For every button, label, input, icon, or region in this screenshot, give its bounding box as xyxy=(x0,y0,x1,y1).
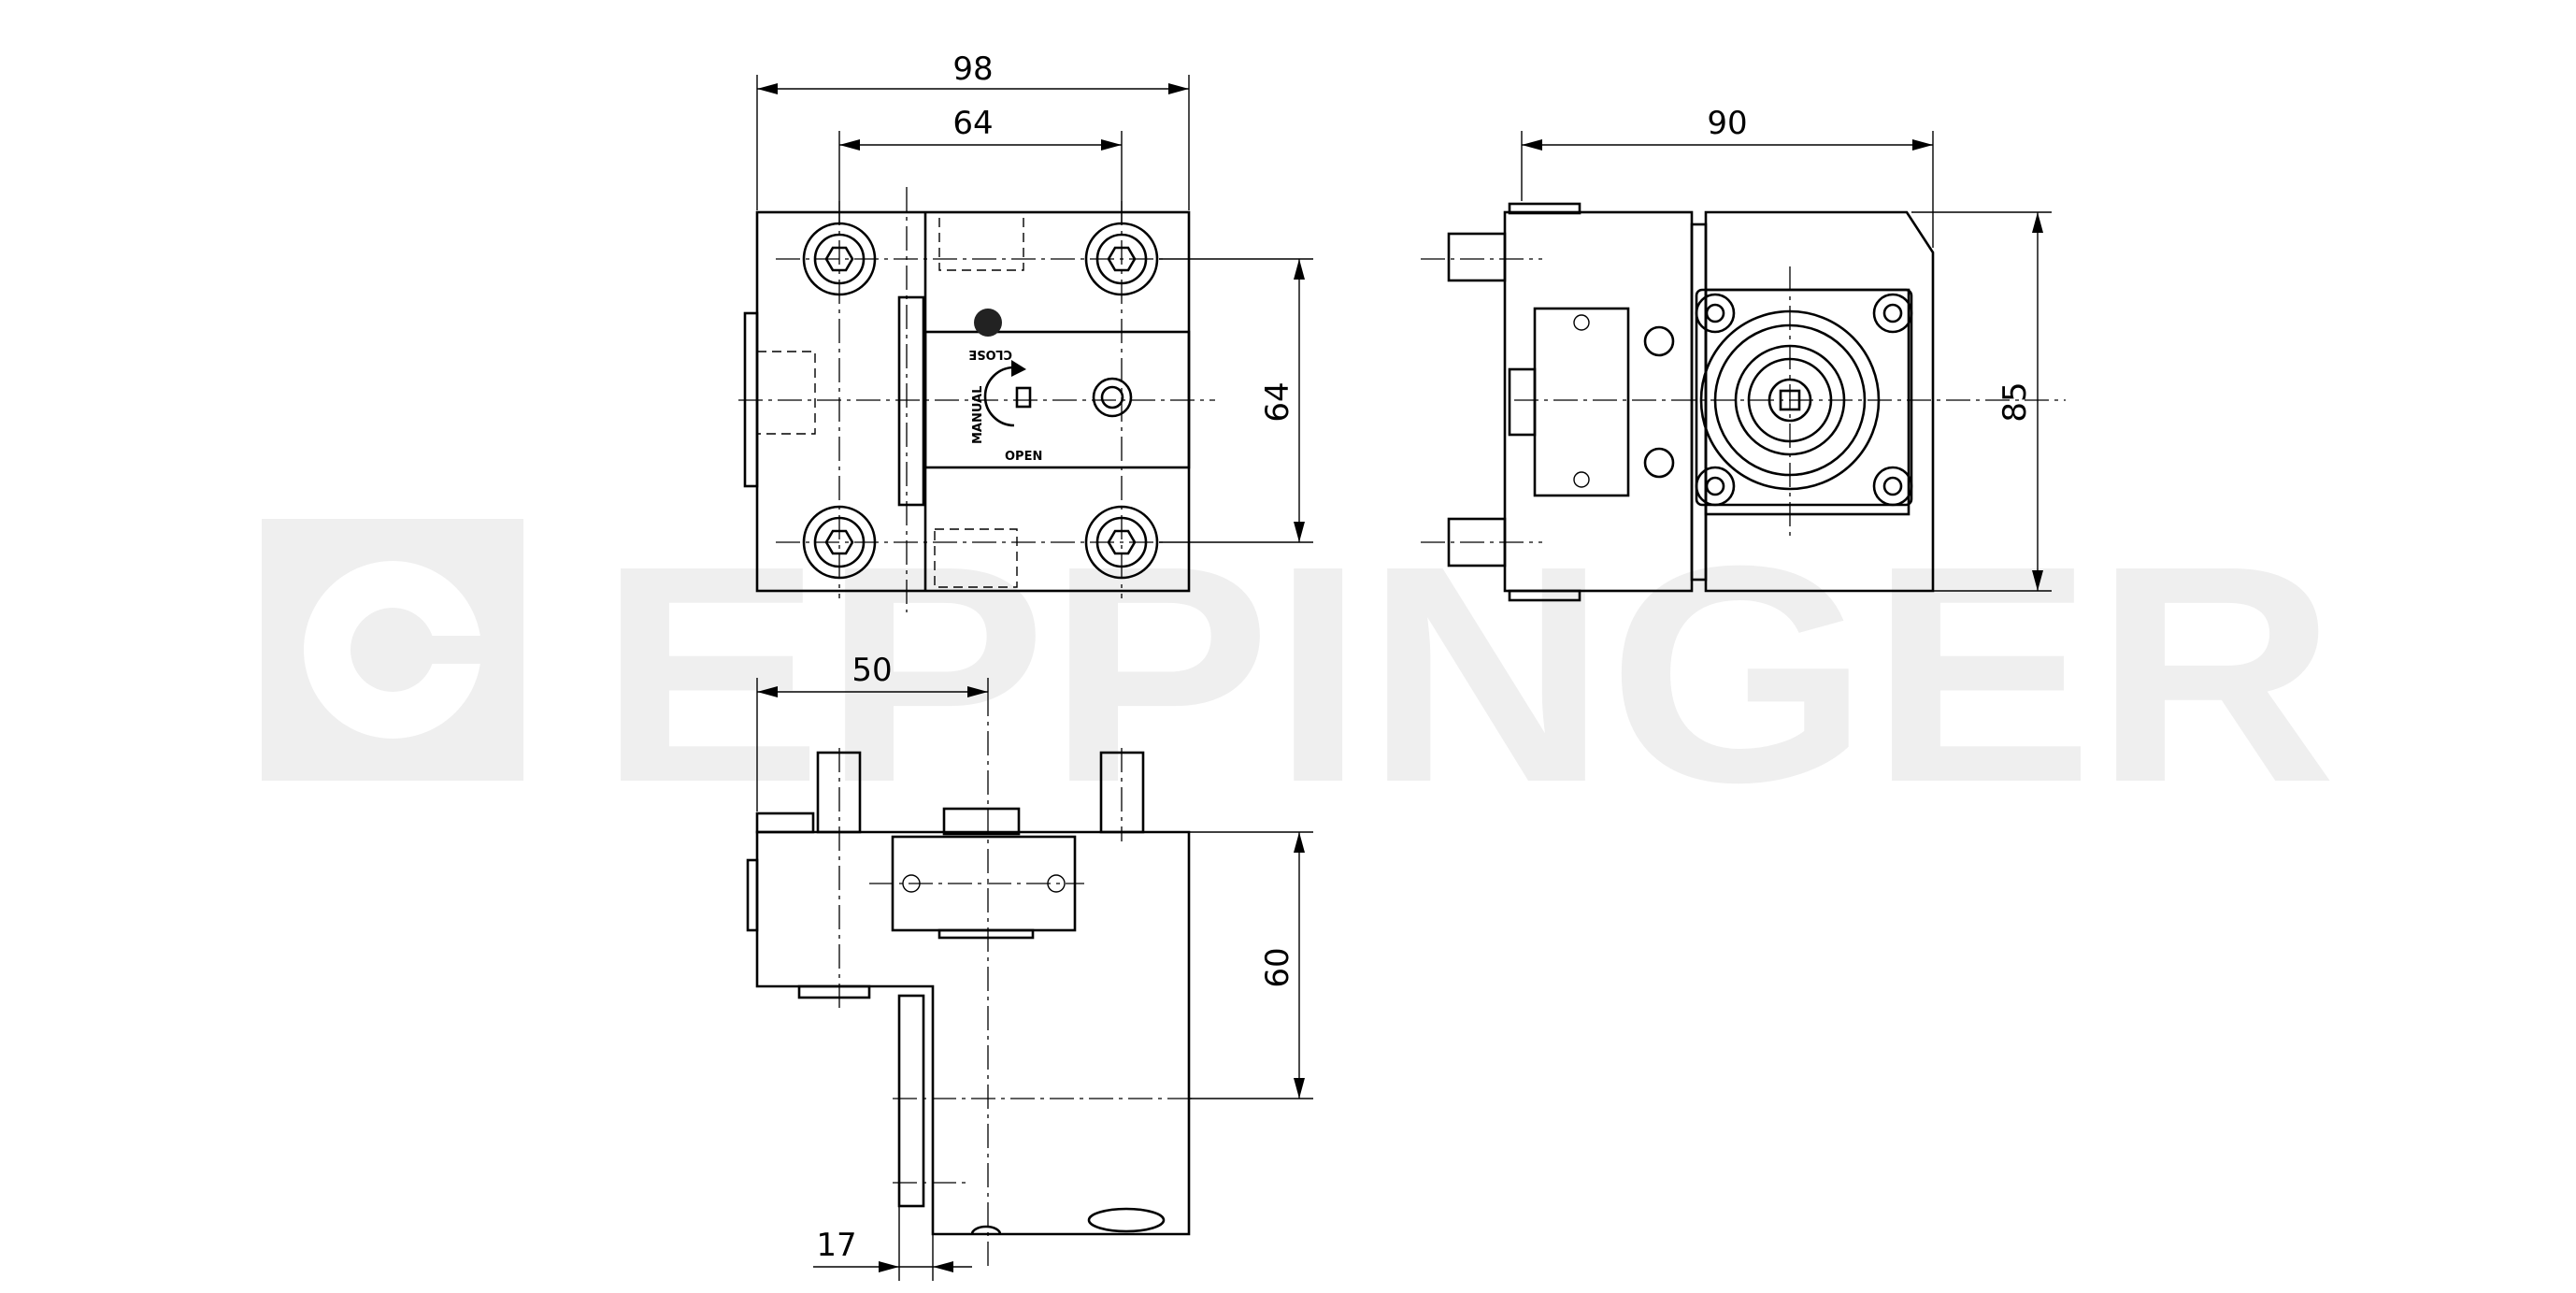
bottom-left-tab xyxy=(746,858,759,932)
side-slide-plate xyxy=(1533,307,1630,497)
side-flange-bolt-br xyxy=(1872,466,1913,507)
front-hidden-pocket-bottom xyxy=(934,528,1018,588)
watermark-logo-bar xyxy=(393,636,523,664)
side-dim-85: 85 xyxy=(1996,381,2034,422)
bottom-rib xyxy=(897,994,925,1208)
side-housing xyxy=(1704,210,1935,593)
front-close-label: CLOSE xyxy=(968,347,1012,361)
arrow xyxy=(1101,139,1122,151)
arrow xyxy=(1294,832,1305,853)
front-dim-64v: 64 xyxy=(1259,381,1296,422)
arrow xyxy=(1294,522,1305,542)
side-spindle-ring xyxy=(1713,323,1867,477)
bottom-body-outline xyxy=(755,830,1191,1236)
front-view: CLOSE OPEN MANUAL 98 64 64 xyxy=(738,50,1313,612)
front-adjust-screw xyxy=(1092,377,1133,418)
bottom-plate-screw-left xyxy=(902,874,921,893)
side-flange-bolt-tr xyxy=(1872,293,1913,334)
side-dim-90: 90 xyxy=(1707,105,1747,142)
bottom-dim-60: 60 xyxy=(1259,947,1296,987)
side-top-ledge xyxy=(1508,202,1581,215)
bottom-left-ledge xyxy=(755,812,815,834)
side-spindle-outer xyxy=(1699,309,1881,491)
front-dim-98: 98 xyxy=(952,50,993,88)
bottom-plate-screw-right xyxy=(1047,874,1066,893)
bolt-core xyxy=(1705,303,1725,323)
brand-watermark: EPPINGER xyxy=(262,501,2337,846)
bottom-dim-50: 50 xyxy=(852,652,892,689)
arrow xyxy=(967,686,988,697)
side-bottom-ledge xyxy=(1508,589,1581,602)
arrow xyxy=(839,139,860,151)
side-collet-outer xyxy=(1734,344,1846,456)
side-flange-bolt-tl xyxy=(1695,293,1736,334)
arrow xyxy=(1294,259,1305,280)
side-plate-screw-bottom xyxy=(1573,471,1590,488)
arrow xyxy=(2032,570,2043,591)
arrow xyxy=(1522,139,1542,151)
bottom-notch xyxy=(970,1225,1002,1235)
front-manual-label: MANUAL xyxy=(971,386,985,444)
arrow xyxy=(757,83,778,94)
bolt-core xyxy=(1705,476,1725,496)
bolt-core xyxy=(1882,476,1903,496)
bottom-slot xyxy=(1087,1207,1166,1233)
bottom-plate-lip xyxy=(937,928,1035,940)
front-dim-64h: 64 xyxy=(952,105,993,142)
arrow xyxy=(2032,212,2043,233)
front-plug-dot xyxy=(974,309,1002,337)
watermark-text: EPPINGER xyxy=(598,501,2337,846)
bottom-view: 50 60 17 xyxy=(746,652,1313,1281)
side-slide-tab xyxy=(1508,367,1537,437)
arrow xyxy=(1912,139,1933,151)
front-hidden-pocket-top xyxy=(938,211,1024,271)
side-collet-square xyxy=(1779,389,1801,411)
side-port-top xyxy=(1643,325,1675,357)
arrow xyxy=(1168,83,1189,94)
front-rib xyxy=(897,295,925,507)
bottom-top-boss xyxy=(942,807,1021,836)
side-view: 90 85 xyxy=(1421,105,2066,602)
front-rotation-arrow-icon xyxy=(983,360,1032,427)
side-spindle-flange xyxy=(1695,288,1913,507)
front-hidden-pocket-left xyxy=(756,351,816,435)
side-port-bottom xyxy=(1643,447,1675,479)
front-bolt-bottom-right xyxy=(1084,505,1159,580)
bolt-core xyxy=(1882,303,1903,323)
side-collet-bore xyxy=(1767,378,1812,423)
front-open-label: OPEN xyxy=(1005,450,1042,464)
front-bolt-bottom-left xyxy=(802,505,877,580)
arrow xyxy=(879,1261,899,1272)
arrow xyxy=(1294,1078,1305,1099)
side-pin-top xyxy=(1447,232,1507,282)
side-plate-screw-top xyxy=(1573,314,1590,331)
front-clamp-slide xyxy=(923,330,1191,469)
arrow xyxy=(757,686,778,697)
side-collet-inner xyxy=(1747,357,1833,443)
bottom-dim-17: 17 xyxy=(816,1227,856,1264)
bottom-underside-lip xyxy=(797,984,871,999)
arrow xyxy=(933,1261,953,1272)
side-flange-bolt-bl xyxy=(1695,466,1736,507)
